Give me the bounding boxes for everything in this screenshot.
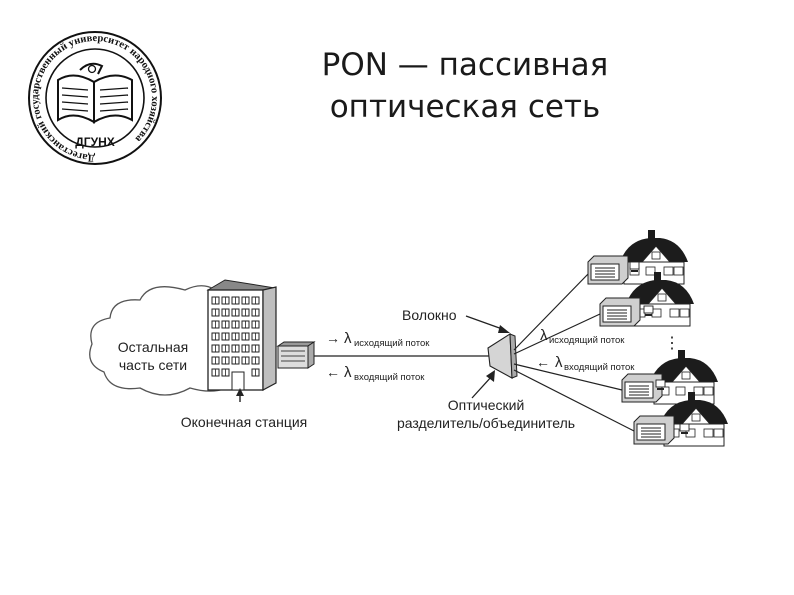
slide-title: PON — пассивная оптическая сеть <box>300 44 630 128</box>
branch-downstream-label: исходящий поток <box>549 335 625 346</box>
branch-fiber-2 <box>513 313 601 355</box>
downstream-label: исходящий поток <box>354 338 430 349</box>
ont-icon <box>587 255 629 285</box>
computer-icon <box>679 423 690 435</box>
splitter-pointer <box>471 375 493 399</box>
branch-fiber-1 <box>513 271 591 351</box>
branch-upstream-arrow: ← <box>536 354 550 370</box>
subscriber-house-3 <box>621 349 719 405</box>
more-subscribers-ellipsis: ⋮ <box>664 335 680 352</box>
logo-abbr: ДГУНХ <box>75 135 115 149</box>
computer-icon <box>643 305 654 317</box>
terminal-station-label: Оконечная станция <box>181 414 308 430</box>
branch-upstream-lambda: λ <box>555 354 563 371</box>
cloud-label-line-2: часть сети <box>119 357 187 373</box>
university-logo: Дагестанский государственный университет… <box>28 31 162 165</box>
computer-icon <box>629 261 640 273</box>
splitter-label-line-1: Оптический <box>448 397 525 413</box>
branch-fibers <box>513 271 637 433</box>
ont-icon <box>599 297 641 327</box>
downstream-lambda: λ <box>344 330 352 347</box>
ont-icon <box>633 415 675 445</box>
cloud-label-line-1: Остальная <box>118 339 189 355</box>
upstream-lambda: λ <box>344 364 352 381</box>
branch-upstream-label: входящий поток <box>564 362 635 373</box>
fiber-pointer <box>465 315 506 331</box>
branch-fiber-3 <box>513 363 623 391</box>
logo-outer-ring <box>28 31 162 165</box>
branch-downstream-lambda: λ <box>540 327 548 344</box>
building-icon <box>206 279 277 392</box>
title-line-2: оптическая сеть <box>329 89 601 125</box>
ont-icon <box>621 373 663 403</box>
subscriber-house-1 <box>587 229 689 285</box>
branch-fiber-4 <box>513 369 637 433</box>
open-book-icon <box>57 62 133 124</box>
downstream-arrow: → <box>326 330 340 346</box>
title-line-1: PON — пассивная <box>321 47 609 83</box>
logo-inner-ring <box>45 48 145 148</box>
upstream-arrow: ← <box>326 364 340 380</box>
logo-ring-dot <box>87 64 97 74</box>
splitter-label-line-2: разделитель/объединитель <box>397 415 575 431</box>
optical-splitter-icon <box>487 333 518 379</box>
fiber-label: Волокно <box>402 307 457 323</box>
computer-icon <box>655 379 666 391</box>
upstream-label: входящий поток <box>354 372 425 383</box>
olt-equipment-icon <box>276 341 316 369</box>
